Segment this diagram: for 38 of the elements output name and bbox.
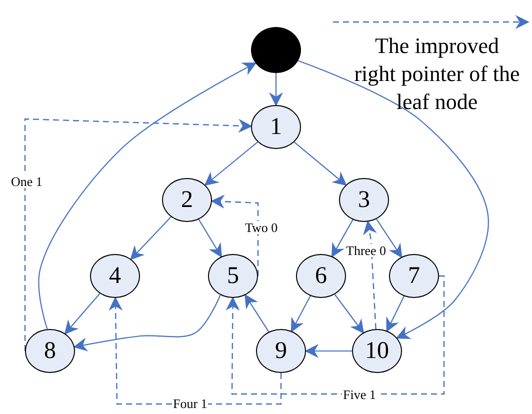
tree-node: 9 [256, 329, 306, 373]
arrow [269, 73, 283, 106]
arrow [204, 142, 258, 186]
arrow [73, 294, 221, 352]
tree-node: 8 [25, 329, 75, 373]
edge-label: Four 1 [172, 397, 208, 410]
tree-node: 10 [352, 329, 402, 373]
tree-node: 4 [90, 254, 140, 298]
tree-node: 5 [208, 254, 258, 298]
tree-node: 2 [162, 178, 212, 222]
arrow [244, 294, 270, 332]
legend-text: The improved right pointer of the leaf node [354, 32, 520, 116]
tree-node: 7 [389, 254, 439, 298]
root-node-circle [251, 27, 301, 73]
arrow [376, 218, 402, 258]
arrow [298, 60, 489, 339]
edge-label: One 1 [10, 175, 44, 188]
arrow [386, 296, 405, 332]
arrow [334, 294, 364, 334]
arrow [210, 194, 259, 277]
arrow [331, 219, 354, 258]
arrow [226, 275, 445, 395]
arrow [304, 344, 352, 358]
tree-node: 1 [251, 105, 301, 149]
arrow [38, 62, 257, 330]
arrow [363, 220, 377, 330]
arrow [108, 296, 282, 405]
arrow [130, 216, 172, 260]
edge-label: Three 0 [345, 244, 388, 257]
arrow [294, 142, 347, 186]
edge-label: Five 1 [342, 388, 377, 401]
arrow [198, 219, 222, 258]
tree-node: 6 [296, 254, 346, 298]
arrow [64, 293, 100, 335]
arrow [290, 296, 311, 332]
tree-node: 3 [339, 178, 389, 222]
edge-label: Two 0 [244, 221, 279, 234]
arrow [24, 118, 252, 352]
